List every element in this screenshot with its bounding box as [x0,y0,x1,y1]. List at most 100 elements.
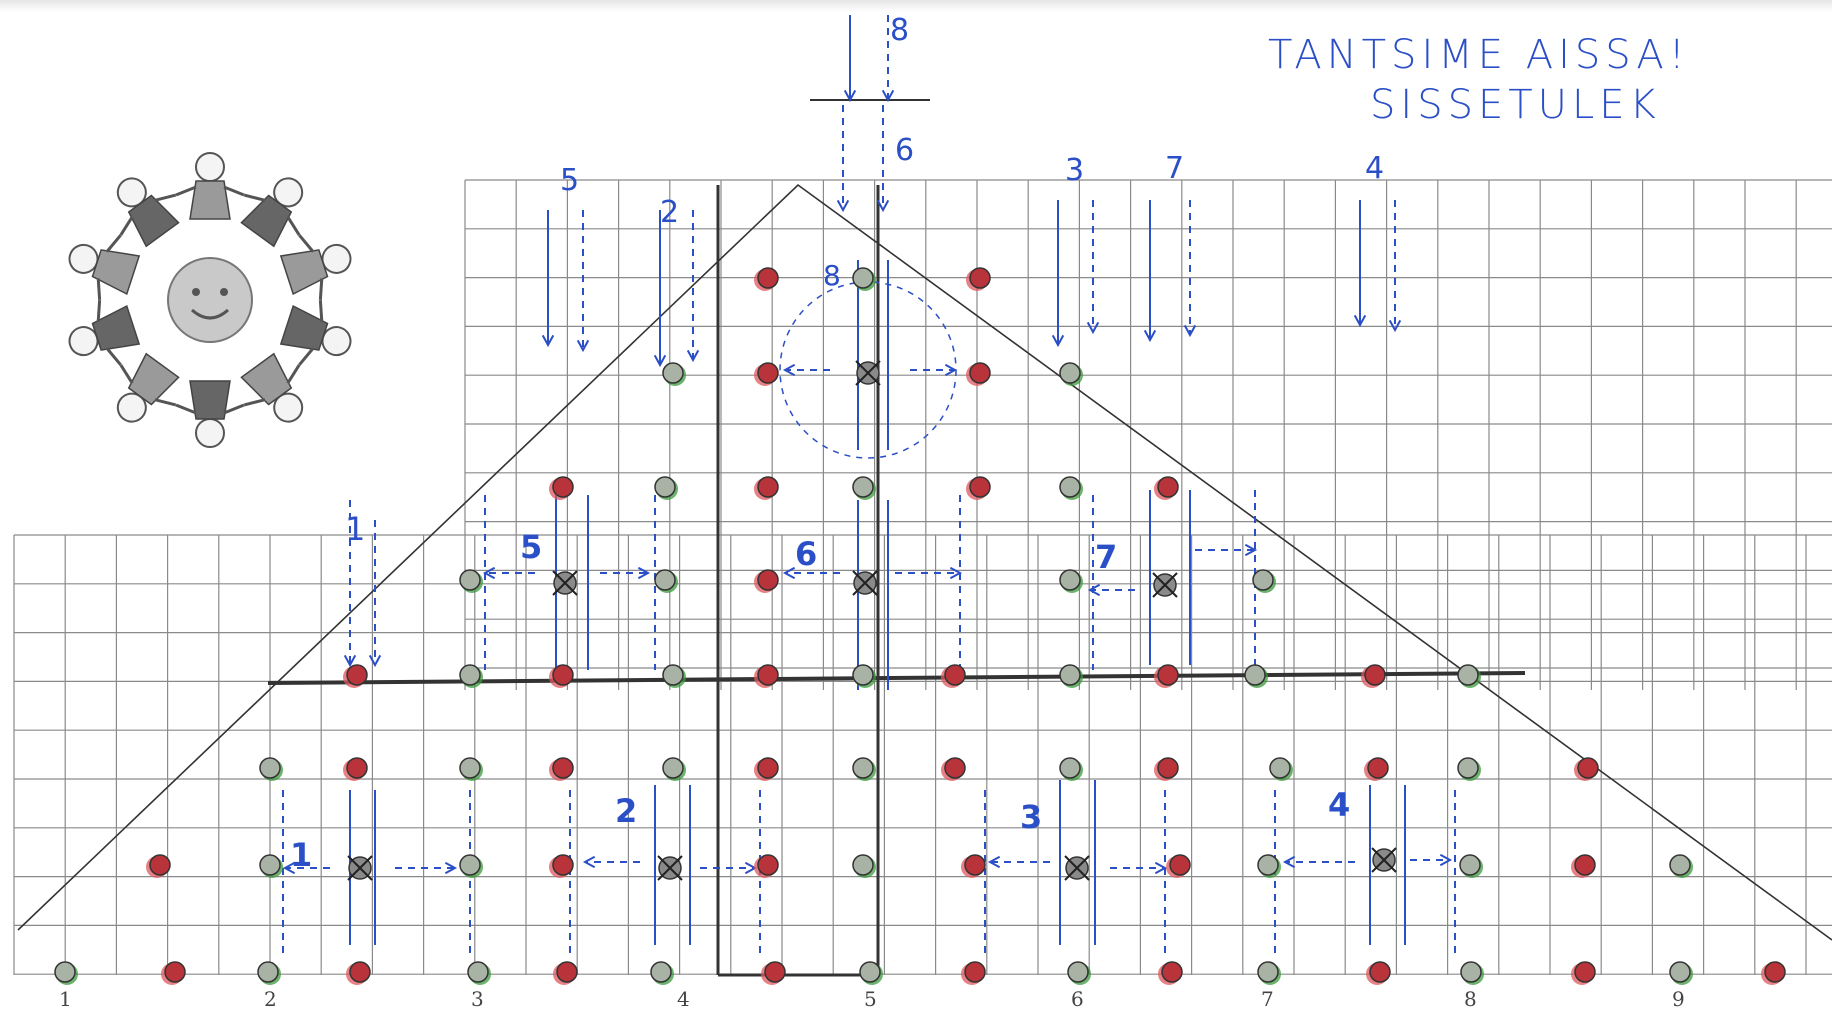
child-head [196,153,224,181]
child-icon [176,381,244,447]
child-head [196,419,224,447]
x-axis-label: 1 [59,987,72,1009]
dancer-red [970,363,990,383]
group-label-top-4: 4 [1365,151,1384,186]
child-arm [224,187,244,195]
dancer-green [1458,665,1478,685]
dancer-red [965,962,985,982]
triangle-outline [18,185,1832,940]
group-label-center-1: 1 [290,836,312,874]
dancer-green [460,570,480,590]
dancer-red [970,268,990,288]
dancer-red [1575,962,1595,982]
dancer-green [55,962,75,982]
child-icon [96,346,190,439]
dancer-red [1162,962,1182,982]
dancer-red [1368,758,1388,778]
dancer-red [347,758,367,778]
group-label-center-5: 5 [520,528,542,566]
dancer-green [460,758,480,778]
dancer-red [758,268,778,288]
x-axis-label: 6 [1071,987,1084,1009]
dancer-red [945,665,965,685]
group-label-center-2: 2 [615,792,637,830]
dancer-red [758,570,778,590]
child-arm [299,346,313,367]
child-arm [176,405,196,413]
dancer-green [468,962,488,982]
dancer-green [460,855,480,875]
dancer-green [853,758,873,778]
group-label-top-8: 8 [890,13,909,48]
dancer-red [150,855,170,875]
child-body [190,181,230,219]
dancer-red [350,962,370,982]
x-axis-label: 7 [1261,987,1274,1009]
dancer-red [553,855,573,875]
dancer-green [1258,962,1278,982]
dancer-green [1670,855,1690,875]
dancer-red [1170,855,1190,875]
child-arm [107,346,121,367]
dancer-red [1575,855,1595,875]
dancer-green [853,665,873,685]
arrow-head [585,857,595,868]
dancer-green [860,962,880,982]
dancer-red [1370,962,1390,982]
arrow-head [1155,863,1165,874]
child-icon [230,346,324,439]
arrow-head [745,863,755,874]
child-arm [224,405,244,413]
x-axis-label: 5 [864,987,877,1009]
dancer-red [758,758,778,778]
dancer-red [758,855,778,875]
dancer-green [663,363,683,383]
dancer-green [1060,665,1080,685]
dancer-green [853,855,873,875]
dancer-red [553,477,573,497]
dancer-red [765,962,785,982]
x-axis-label: 3 [471,987,484,1009]
child-body [190,381,230,419]
dancer-red [553,758,573,778]
child-icon [277,293,361,378]
dancer-red [165,962,185,982]
grid-lower-section [14,535,1832,975]
group-label-top-2: 2 [660,195,679,230]
x-axis-labels: 123456789 [59,987,1685,1009]
group-label-center-6: 6 [795,535,817,573]
group-label-top-6: 6 [895,133,914,168]
dancer-green [260,758,280,778]
group-label-center-7: 7 [1095,538,1117,576]
group-label-8: 8 [823,259,841,292]
dancer-red [758,665,778,685]
dancer-red [945,758,965,778]
dancer-red [347,665,367,685]
dancer-green [1245,665,1265,685]
children-circle-clipart [60,153,361,447]
dancer-red [965,855,985,875]
child-arm [299,233,313,254]
group-label-top-3: 3 [1065,153,1084,188]
group-label-top-5: 5 [560,163,579,198]
dancer-green [1253,570,1273,590]
triangle-edge [18,185,1832,940]
grid-upper-section [465,180,1832,690]
dancer-red [1578,758,1598,778]
dancer-green [1258,855,1278,875]
dancer-red [553,665,573,685]
child-icon [176,153,244,219]
dancer-red [1365,665,1385,685]
child-icon [230,161,324,254]
dancer-green [663,758,683,778]
child-arm [107,233,121,254]
dancer-green [1670,962,1690,982]
dancer-green [1060,477,1080,497]
x-axis-label: 2 [264,987,277,1009]
dancer-red [758,477,778,497]
group-label-center-4: 4 [1328,786,1350,824]
x-axis-label: 4 [677,987,690,1009]
dancer-green [258,962,278,982]
dancer-green [1458,758,1478,778]
group-label-center-3: 3 [1020,798,1042,836]
